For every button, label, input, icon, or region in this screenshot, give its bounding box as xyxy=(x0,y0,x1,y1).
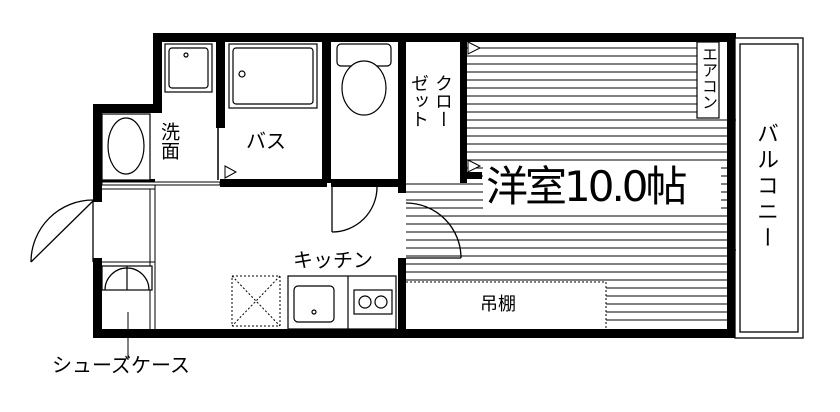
washroom-label: 洗面 xyxy=(158,122,180,160)
western-room-label: 洋室10.0帖 xyxy=(486,162,688,211)
genkan xyxy=(102,185,156,329)
aircon-box xyxy=(696,41,720,119)
exterior-walls xyxy=(93,33,736,338)
fridge-space xyxy=(231,275,281,327)
closet-label-col2: クロー xyxy=(432,74,453,128)
shoe-case-label: シューズケース xyxy=(52,353,190,377)
western-room-hatching xyxy=(406,47,727,257)
balcony-window xyxy=(727,119,736,251)
entrance-door xyxy=(30,199,94,263)
closet-marker-bottom xyxy=(467,159,482,173)
closet-label-col1: ゼット xyxy=(408,74,429,128)
shelf-label: 吊棚 xyxy=(480,294,516,315)
toilet xyxy=(336,43,392,116)
hanging-shelf xyxy=(406,281,607,329)
shoe-case xyxy=(101,265,153,291)
washroom-sink xyxy=(164,43,213,93)
closet-marker-top xyxy=(467,41,482,55)
balcony xyxy=(734,37,804,339)
room-door xyxy=(405,202,462,259)
western-room-lower-hatching xyxy=(406,263,727,321)
western-room-label-bg xyxy=(483,163,721,213)
balcony-label: バルコニー xyxy=(753,122,778,252)
entrance-jamb-bottom xyxy=(93,258,102,264)
wash-basin xyxy=(101,113,151,181)
bathtub xyxy=(228,43,318,109)
kitchen-label: キッチン xyxy=(293,248,373,272)
bath-door-marker xyxy=(224,165,238,179)
aircon-label: エアコン xyxy=(699,46,718,110)
kitchen-counter xyxy=(287,275,397,330)
entrance-jamb-top xyxy=(93,196,102,202)
washroom-rail xyxy=(101,181,221,186)
toilet-door xyxy=(331,186,378,233)
bath-label: バス xyxy=(246,129,286,153)
